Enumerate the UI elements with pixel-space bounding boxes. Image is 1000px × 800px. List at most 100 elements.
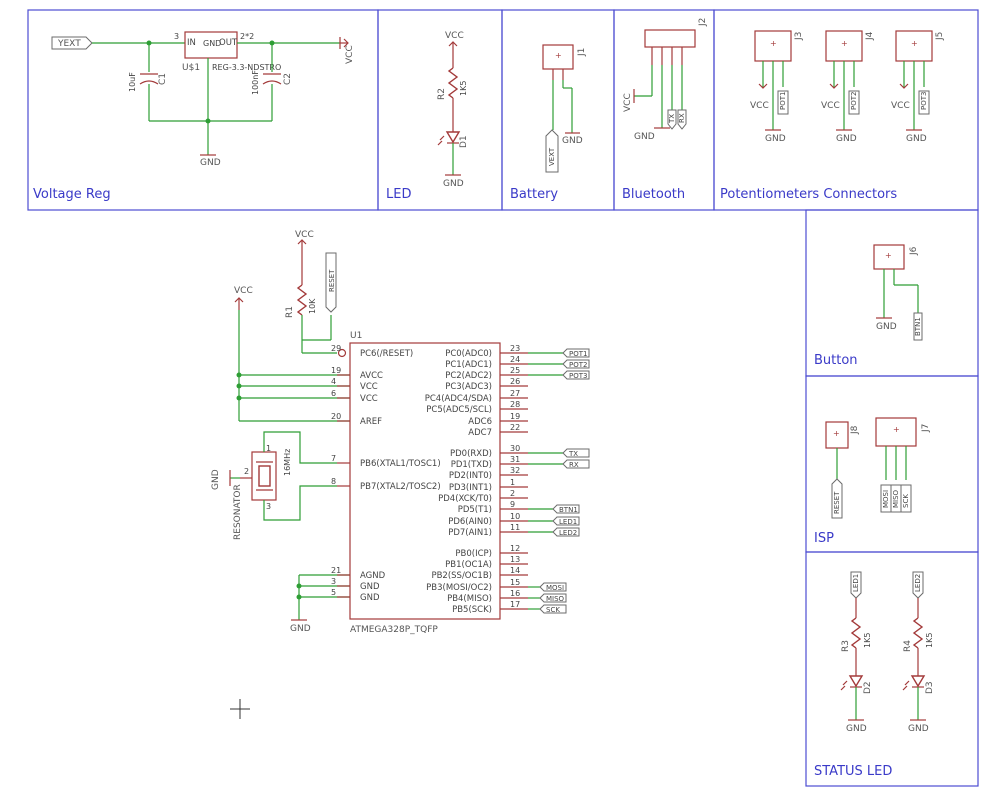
mcu-circuit: VCC R1 10K RESET VCC GND 2 1 3 [211, 230, 590, 719]
mcu-right-pin-num: 17 [510, 600, 520, 609]
d1-ref: D1 [459, 135, 469, 148]
isp-mosi-label: MOSI [882, 490, 890, 508]
mcu-right-pin-name: PD4(XCK/T0) [438, 494, 492, 504]
j6-connector [873, 244, 905, 270]
mcu-right-pin-num: 26 [510, 377, 520, 386]
mcu-left-pin-num: 7 [331, 454, 336, 463]
status-led-2: LED2 R4 1K5 D3 GND [902, 571, 935, 734]
vext-label: VEXT [548, 147, 556, 166]
mcu-net-tag [562, 370, 590, 380]
status-led-circuit: LED1 R3 1K5 D2 GND LED2 R4 1K5 [840, 571, 935, 734]
isp-reset-label: RESET [833, 491, 841, 514]
mcu-left-pin-name: PB7(XTAL2/TOSC2) [360, 482, 441, 492]
reg-ref: U$1 [182, 63, 200, 73]
led-circuit: VCC R2 1K5 D1 GND [437, 31, 469, 189]
mcu-name: ATMEGA328P_TQFP [350, 625, 438, 635]
led-gnd-label: GND [443, 179, 464, 189]
bluetooth-circuit: J2 VCC GND TX RX [623, 18, 708, 142]
mcu-left-pin-name: VCC [360, 382, 378, 392]
pot-connectors: + J3 VCC GND POT1 + J4 VCC GND POT2 + J5 [750, 30, 945, 144]
r4-value: 1K5 [925, 633, 934, 648]
mcu-right-pin-name: PD7(AIN1) [448, 528, 492, 538]
mcu-pin-group: 29PC6(/RESET)19AVCC4VCC6VCC20AREF7PB6(XT… [331, 344, 590, 615]
mcu-left-pin-num: 21 [331, 566, 341, 575]
mcu-right-pin-num: 10 [510, 512, 520, 521]
status-gnd-1: GND [846, 724, 867, 734]
mcu-net-tag-label: MOSI [546, 584, 564, 592]
frame-button [805, 209, 979, 377]
mcu-net-tag-label: BTN1 [559, 506, 578, 514]
sheet-frames [27, 9, 979, 787]
status-led1-tag: LED1 [852, 574, 860, 592]
button-circuit: + J6 GND BTN1 [873, 244, 923, 341]
mcu-right-pin-name: PB2(SS/OC1B) [431, 571, 492, 581]
isp-circuit: + J8 RESET + J7 MOSI MISO SCK [825, 417, 931, 519]
mcu-right-pin-num: 25 [510, 366, 520, 375]
mcu-vcc-label: VCC [234, 286, 253, 296]
r3-value: 1K5 [863, 633, 872, 648]
mcu-net-tag-label: LED1 [559, 518, 577, 526]
mcu-net-tag [562, 348, 590, 358]
vcc-reg-label: VCC [345, 45, 355, 64]
mcu-right-pin-num: 22 [510, 423, 520, 432]
mcu-right-pin-num: 23 [510, 344, 520, 353]
mcu-right-pin-num: 15 [510, 578, 520, 587]
mcu-right-pin-num: 14 [510, 566, 520, 575]
yext-tag [51, 36, 93, 50]
mcu-left-pin-name: GND [360, 593, 380, 603]
sheet-label-led: LED [386, 187, 411, 202]
r2-value: 1K5 [459, 81, 468, 96]
mcu-left-pin-num: 8 [331, 477, 336, 486]
svg-text:+: + [885, 251, 892, 260]
d3-ref: D3 [925, 681, 935, 694]
mcu-right-pin-name: PD3(INT1) [449, 483, 492, 493]
res-pin-3: 3 [266, 502, 271, 511]
resonator [251, 451, 277, 501]
j1-connector [542, 44, 574, 70]
j7-connector [875, 417, 917, 447]
svg-text:+: + [841, 39, 848, 48]
mcu-left-pin-name: AGND [360, 571, 386, 581]
mcu-right-pin-num: 9 [510, 500, 515, 509]
gnd-reg-label: GND [200, 158, 221, 168]
button-gnd: GND [876, 322, 897, 332]
mcu-right-pin-name: PD6(AIN0) [448, 517, 492, 527]
j3-gnd: GND [765, 134, 786, 144]
c1-ref: C1 [158, 73, 168, 85]
frame-status-led [805, 551, 979, 787]
mcu-right-pin-num: 31 [510, 455, 520, 464]
mcu-right-pin-num: 16 [510, 589, 520, 598]
isp-sck-label: SCK [902, 494, 910, 508]
mcu-right-pin-num: 19 [510, 412, 520, 421]
sheet-label-potentiometers: Potentiometers Connectors [720, 187, 897, 202]
mcu-right-pin-name: PB1(OC1A) [445, 560, 492, 570]
r1-ref: R1 [285, 306, 295, 318]
status-led2-tag: LED2 [914, 574, 922, 592]
c1-value: 10uF [128, 72, 137, 92]
mcu-right-pin-num: 24 [510, 355, 520, 364]
mcu-net-tag [562, 448, 590, 458]
mcu-right-pin-name: PB3(MOSI/OC2) [426, 583, 492, 593]
j2-connector [644, 29, 696, 48]
mcu-right-pin-name: PC0(ADC0) [445, 349, 492, 359]
sheet-label-voltage-reg: Voltage Reg [33, 187, 111, 202]
status-gnd-2: GND [908, 724, 929, 734]
j4-ref: J4 [865, 31, 875, 41]
j5-pot-label: POT3 [920, 92, 928, 110]
frame-led [377, 9, 503, 211]
mcu-left-pin-num: 19 [331, 366, 341, 375]
mcu-gnd-label: GND [290, 624, 311, 634]
mcu-net-tag [552, 516, 580, 526]
atmega328p-chip [349, 342, 501, 620]
j8-ref: J8 [850, 425, 860, 435]
voltage-reg-circuit: YEXT IN OUT GND 3 2*2 U$1 REG-3.3-NDSTRO… [51, 31, 355, 168]
resonator-value: 16MHz [283, 449, 292, 476]
r2-ref: R2 [437, 88, 447, 100]
mcu-net-tag-label: RX [569, 461, 579, 469]
regulator-chip [184, 31, 238, 59]
reset-tag [325, 252, 337, 313]
reg-gnd-label: GND [203, 39, 221, 48]
sheet-label-isp: ISP [814, 531, 834, 546]
d2-ref: D2 [863, 681, 873, 694]
mcu-right-pin-num: 12 [510, 544, 520, 553]
